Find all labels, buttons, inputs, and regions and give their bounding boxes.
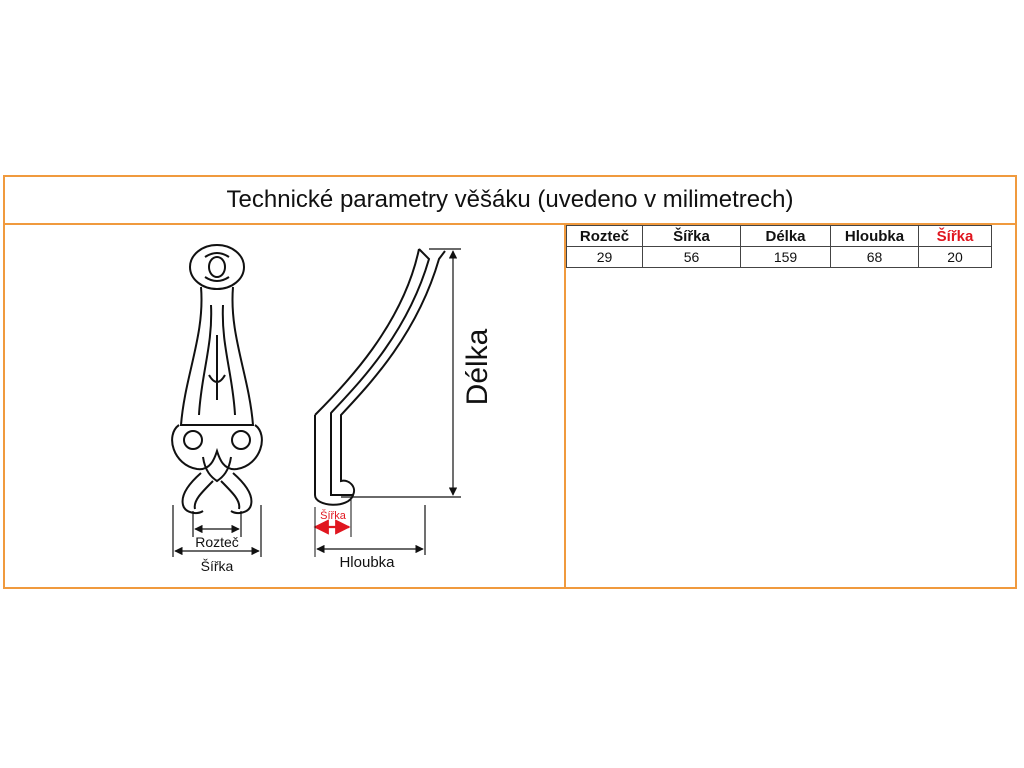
value-sirka-small: 20 [918,246,992,268]
header-sirka-highlight: Šířka [918,225,992,247]
dimension-roztec [192,511,242,537]
label-sirka: Šířka [201,558,234,574]
table-header-row: Rozteč Šířka Délka Hloubka Šířka [566,225,992,247]
diagram-pane: Rozteč Šířka Délka [5,225,566,587]
header-sirka: Šířka [642,225,741,247]
value-hloubka: 68 [830,246,919,268]
hook-front-view [171,244,263,514]
value-delka: 159 [740,246,831,268]
value-roztec: 29 [566,246,643,268]
label-sirka-small: Šířka [320,509,347,522]
params-table: Rozteč Šířka Délka Hloubka Šířka 29 56 1… [566,225,992,268]
table-row: 29 56 159 68 20 [566,246,992,268]
hook-side-view [314,248,446,506]
page-title: Technické parametry věšáku (uvedeno v mi… [5,177,1015,225]
label-delka: Délka [461,328,494,405]
dimension-delka [341,248,461,498]
header-delka: Délka [740,225,831,247]
header-roztec: Rozteč [566,225,643,247]
dimension-hloubka [316,505,426,555]
label-hloubka: Hloubka [339,554,395,571]
label-roztec: Rozteč [195,534,239,550]
header-hloubka: Hloubka [830,225,919,247]
spec-frame: Technické parametry věšáku (uvedeno v mi… [3,175,1017,589]
params-pane: Rozteč Šířka Délka Hloubka Šířka 29 56 1… [566,225,1015,587]
hook-diagram: Rozteč Šířka Délka [171,244,494,574]
value-sirka: 56 [642,246,741,268]
dimension-sirka [172,505,262,557]
